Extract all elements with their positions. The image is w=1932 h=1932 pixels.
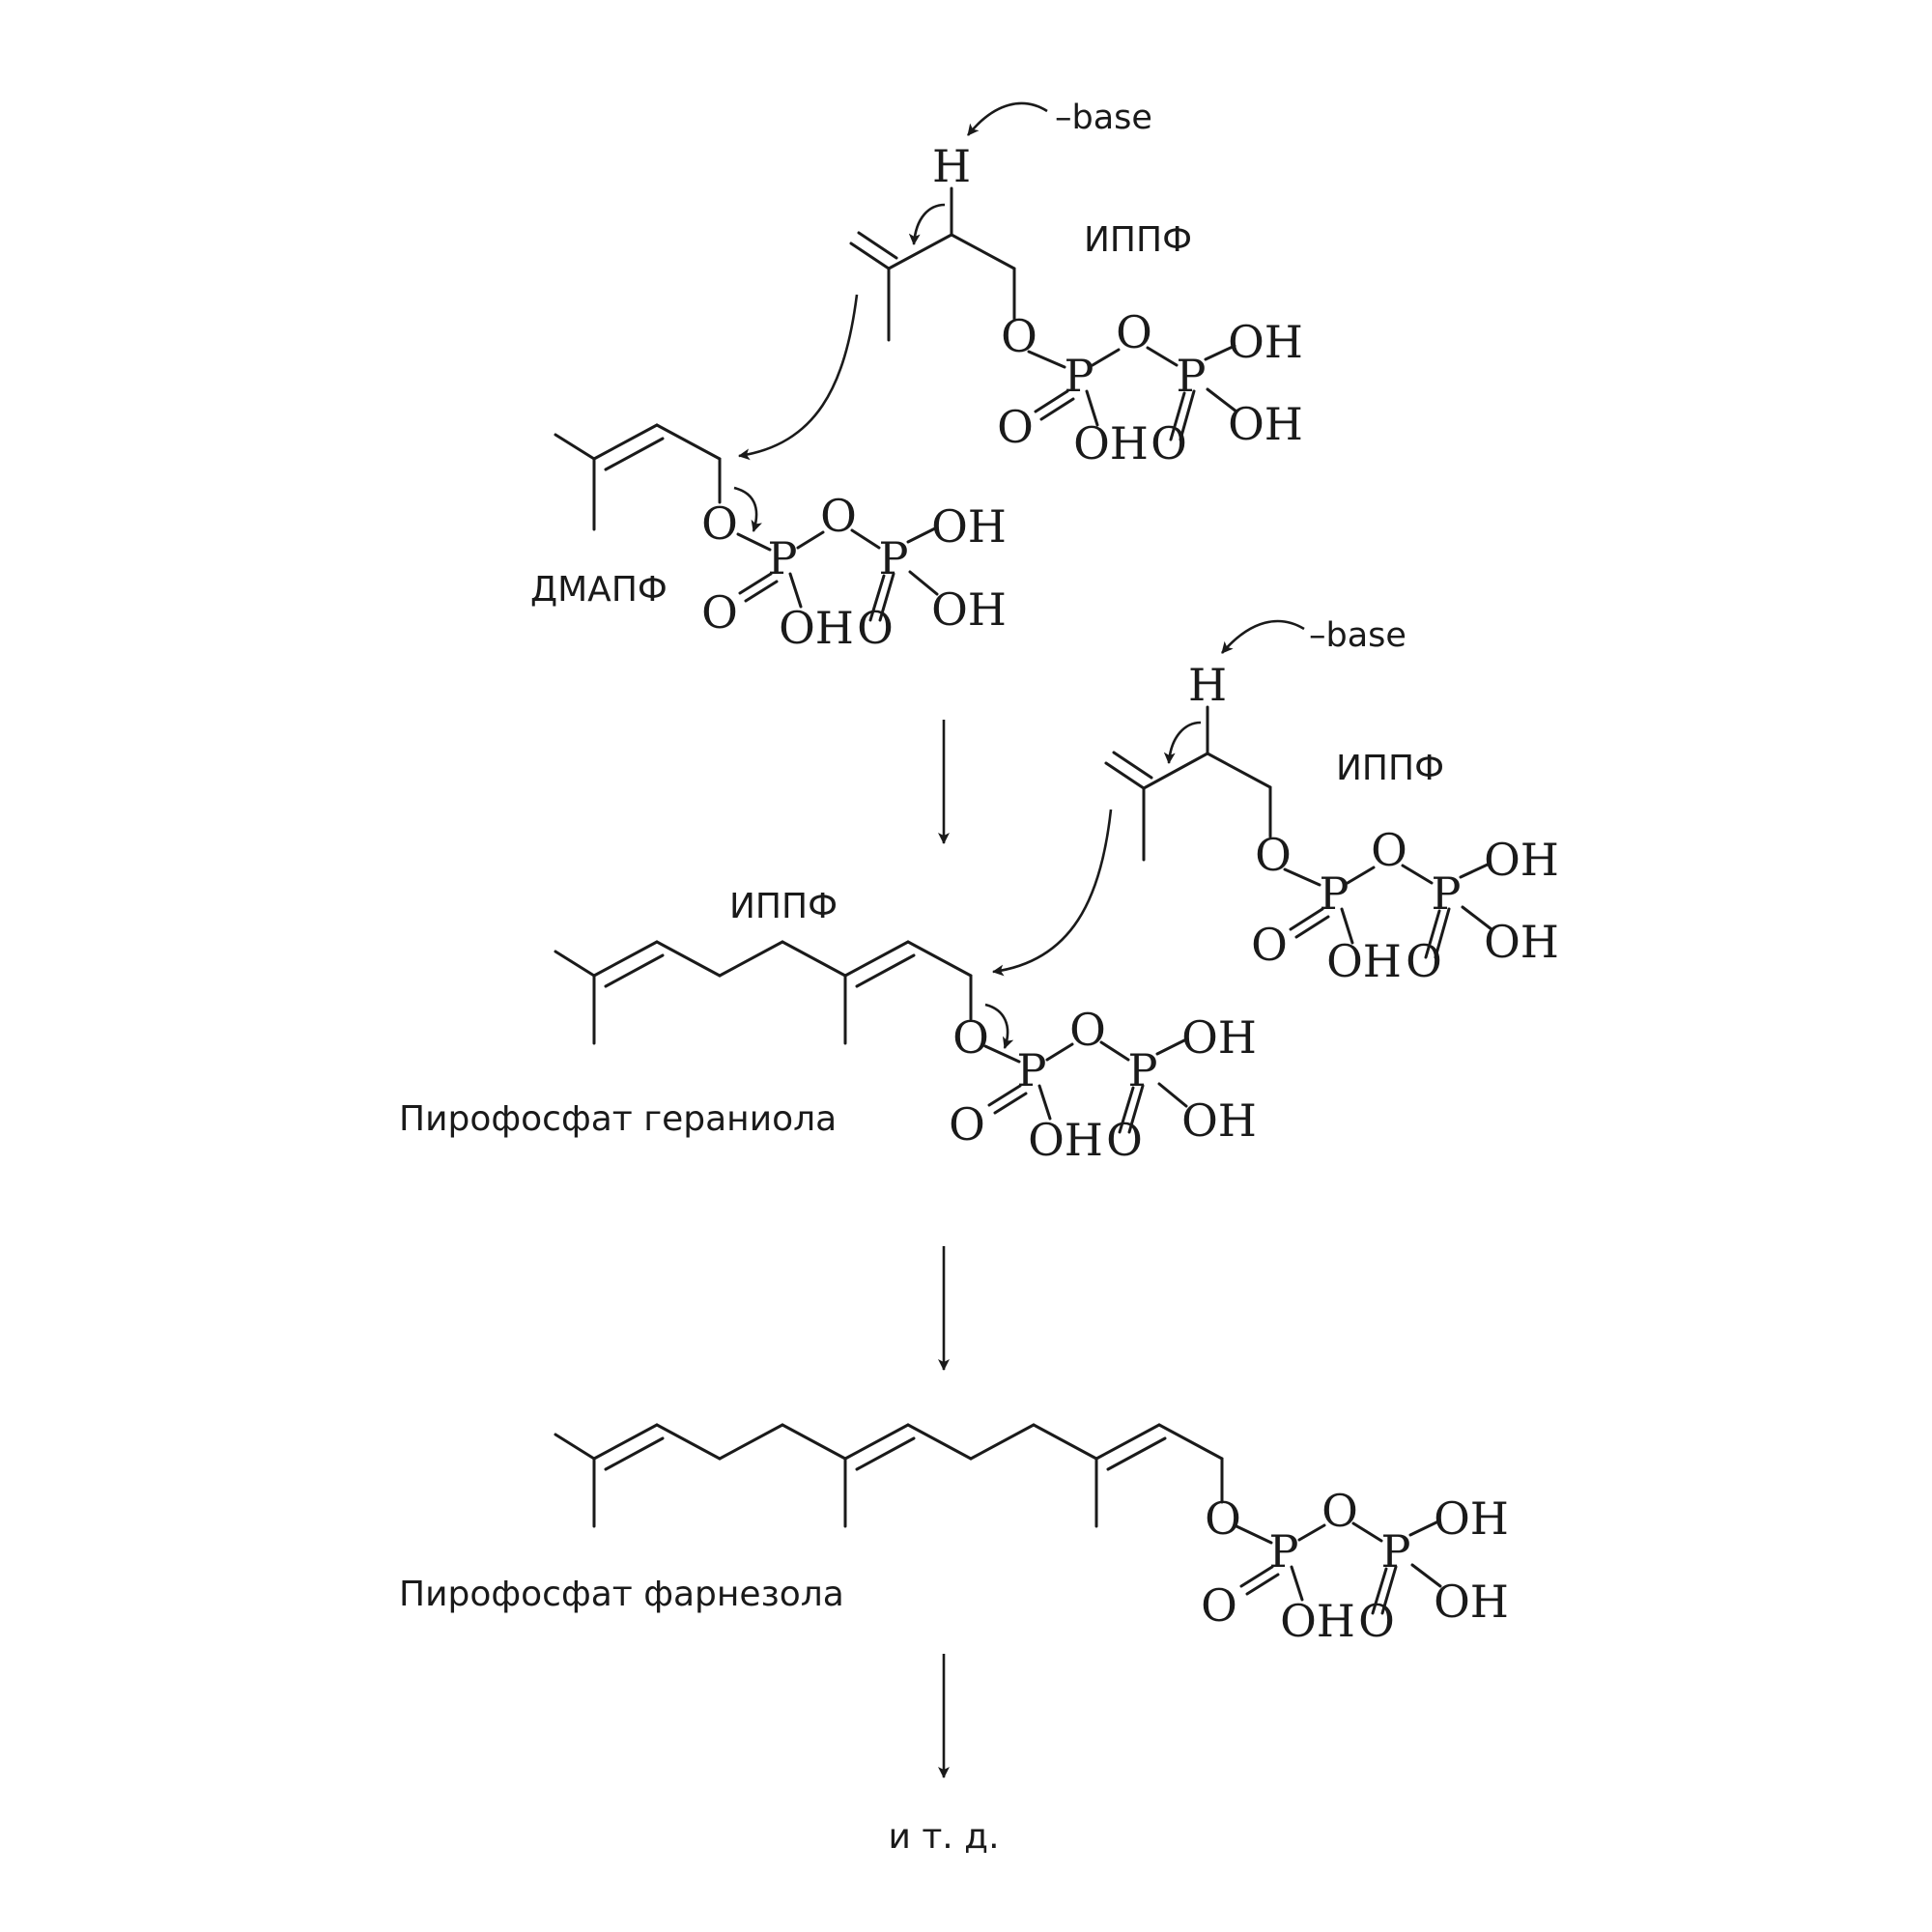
atom-o: O: [1001, 310, 1037, 362]
dmapf-molecule: O O P P OH OH O OH O ДМАПФ: [530, 423, 1007, 654]
atom-o: O: [857, 602, 894, 654]
atom-o: O: [1371, 824, 1407, 876]
pyrophosphate-group-geranyl: O O P P OH OH O OH O: [949, 1004, 1257, 1166]
electron-shift-arrow-1: [908, 203, 946, 245]
ippf-label-3: ИППФ: [729, 887, 838, 926]
atom-oh: OH: [1228, 316, 1303, 368]
geranyl-pyrophosphate-molecule: ИППФ: [399, 887, 1257, 1166]
atom-o: O: [701, 586, 738, 639]
dmapf-label: ДМАПФ: [530, 570, 668, 610]
atom-p: P: [768, 532, 798, 584]
atom-o: O: [1116, 306, 1152, 358]
atom-o: O: [1205, 1492, 1241, 1545]
atom-oh: OH: [1181, 1011, 1257, 1064]
ippf-molecule-1: O O P P OH OH O OH O H –base ИППФ: [849, 99, 1303, 469]
coupling-arrow-2: [992, 809, 1113, 977]
base-attack-arrow-1: [966, 101, 1048, 136]
atom-p: P: [1128, 1044, 1158, 1096]
atom-oh: OH: [1484, 916, 1559, 968]
atom-o: O: [1106, 1114, 1143, 1166]
atom-h: H: [932, 140, 971, 192]
atom-oh: OH: [1326, 935, 1402, 987]
atom-h: H: [1188, 659, 1227, 711]
ippf-label-2: ИППФ: [1336, 749, 1444, 788]
atom-o: O: [1255, 829, 1292, 881]
atom-p: P: [1269, 1525, 1299, 1577]
atom-oh: OH: [1280, 1595, 1355, 1647]
atom-o: O: [1069, 1004, 1106, 1056]
atom-oh: OH: [931, 500, 1007, 553]
ippf-label-1: ИППФ: [1084, 220, 1192, 260]
geranyl-pp-label: Пирофосфат гераниола: [399, 1099, 837, 1139]
electron-shift-arrow-2: [1163, 721, 1202, 764]
atom-o: O: [1251, 919, 1288, 971]
pyrophosphate-group-dmapf: O O P P OH OH O OH O: [701, 490, 1007, 654]
atom-p: P: [1065, 350, 1094, 402]
atom-oh: OH: [1028, 1114, 1103, 1166]
atom-oh: OH: [931, 583, 1007, 636]
atom-o: O: [1151, 417, 1187, 469]
atom-o: O: [820, 490, 857, 542]
pyrophosphate-group-farnesyl: O O P P OH OH O OH O: [1201, 1485, 1509, 1647]
atom-p: P: [1017, 1044, 1047, 1096]
farnesyl-pyrophosphate-molecule: O O P P OH OH O OH O Пирофосфат фарнезол…: [399, 1423, 1509, 1647]
atom-oh: OH: [779, 602, 854, 654]
atom-oh: OH: [1434, 1576, 1509, 1628]
pyrophosphate-group-2: O O P P OH OH O OH O: [1251, 824, 1559, 987]
pyrophosphate-group-1: O O P P OH OH O OH O: [997, 306, 1303, 469]
atom-p: P: [1177, 350, 1207, 402]
phosphate-leave-arrow-1: [733, 486, 763, 532]
atom-o: O: [1201, 1579, 1237, 1632]
atom-o: O: [949, 1098, 985, 1151]
atom-oh: OH: [1434, 1492, 1509, 1545]
atom-p: P: [1381, 1525, 1411, 1577]
base-label-2: –base: [1309, 616, 1406, 655]
farnesyl-pp-label: Пирофосфат фарнезола: [399, 1575, 844, 1614]
coupling-arrow-1: [738, 294, 859, 461]
atom-o: O: [1406, 935, 1442, 987]
atom-o: O: [701, 497, 738, 550]
atom-o: O: [997, 401, 1034, 453]
ippf-molecule-2: O O P P OH OH O OH O H –base ИППФ: [1104, 616, 1559, 987]
atom-oh: OH: [1073, 417, 1149, 469]
atom-oh: OH: [1228, 398, 1303, 450]
atom-oh: OH: [1484, 834, 1559, 886]
atom-o: O: [952, 1011, 989, 1064]
base-label-1: –base: [1055, 99, 1152, 137]
atom-p: P: [1432, 867, 1462, 920]
phosphate-leave-arrow-2: [984, 1003, 1014, 1049]
atom-o: O: [1358, 1595, 1395, 1647]
etc-label: и т. д.: [888, 1817, 999, 1857]
atom-p: P: [879, 532, 909, 584]
base-attack-arrow-2: [1221, 619, 1305, 654]
atom-oh: OH: [1181, 1094, 1257, 1147]
atom-o: O: [1321, 1485, 1358, 1537]
atom-p: P: [1320, 867, 1350, 920]
